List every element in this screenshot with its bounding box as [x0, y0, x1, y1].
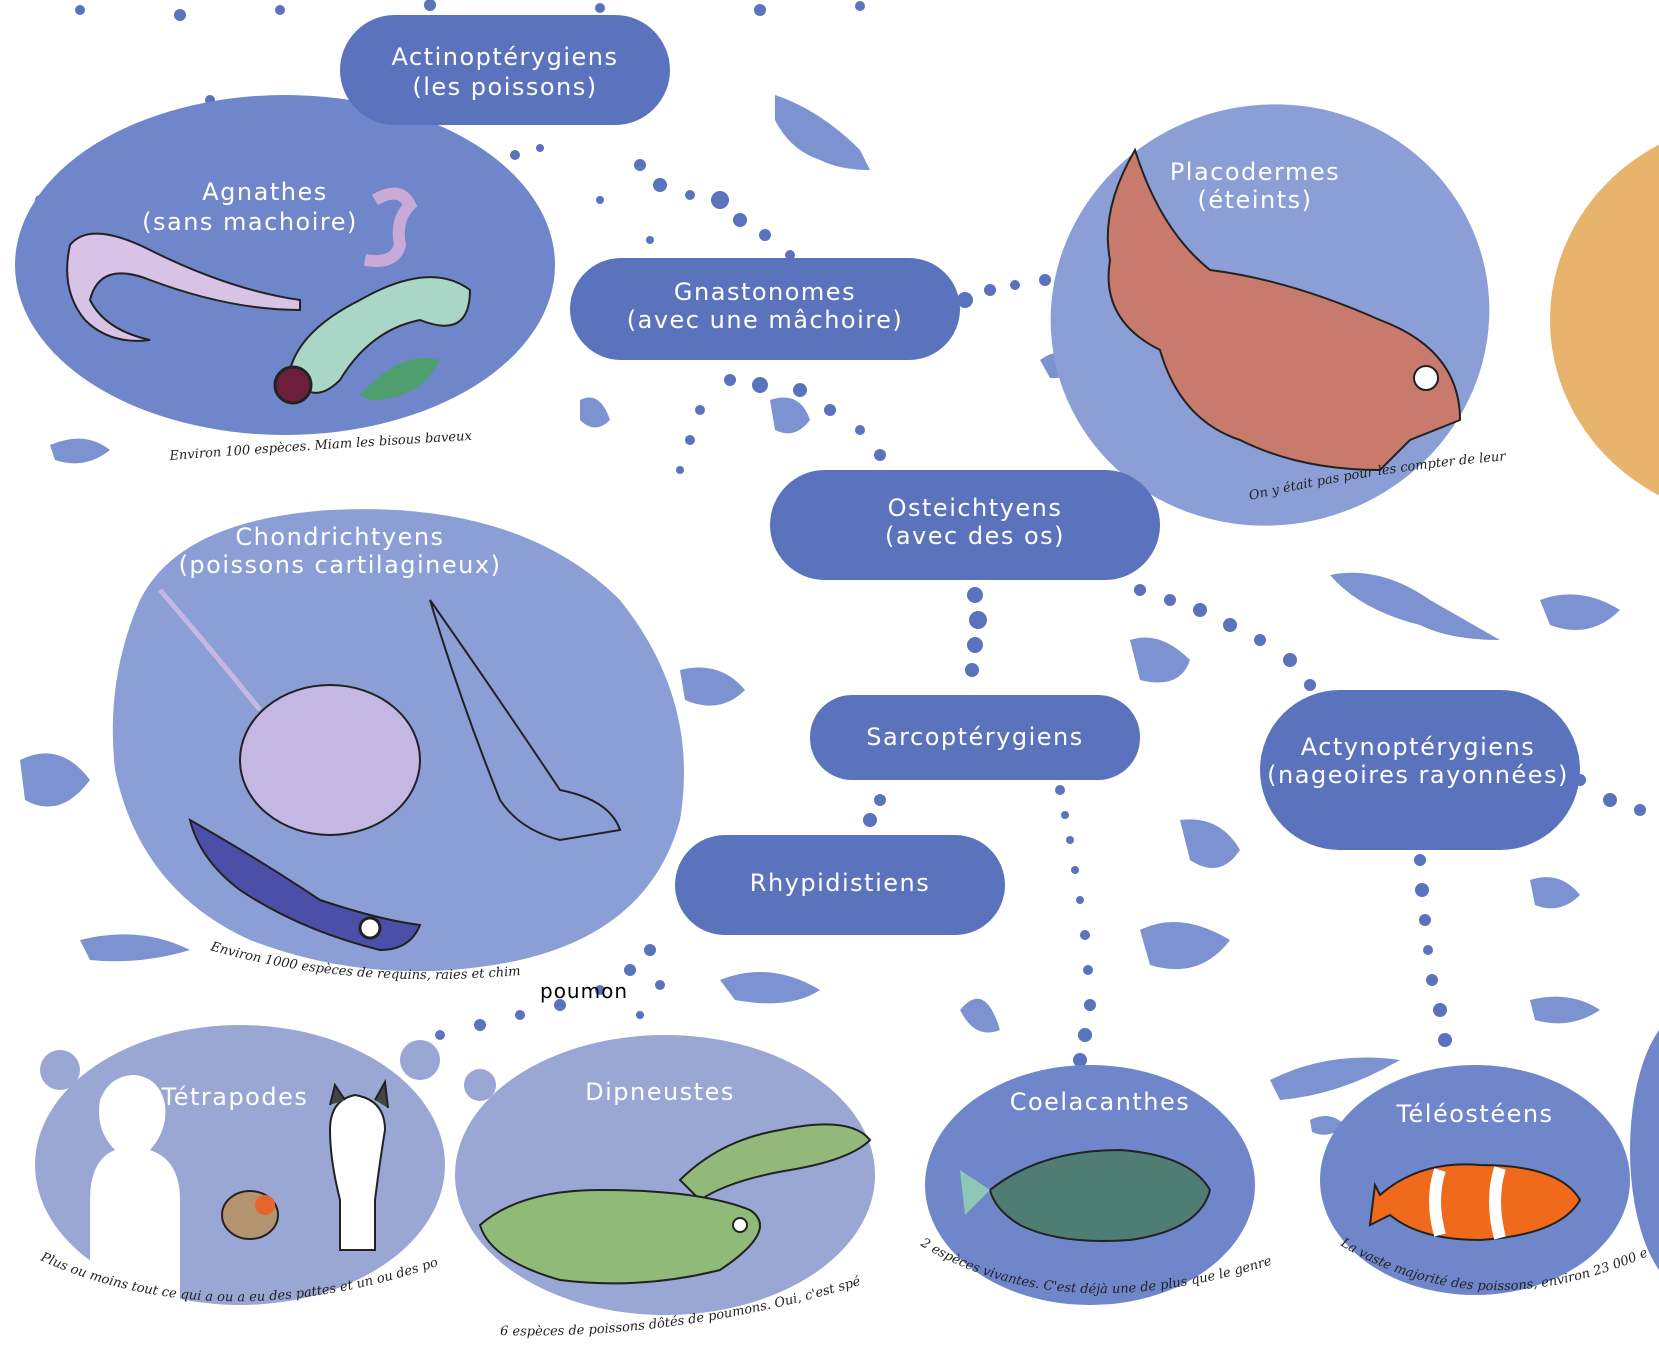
placodermes-title: Placodermes	[1170, 158, 1340, 186]
actynopterygiens-subtitle: (nageoires rayonnées)	[1267, 761, 1569, 789]
placodermes-subtitle: (éteints)	[1198, 186, 1313, 214]
chondrichtyens-title: Chondrichtyens	[235, 523, 444, 551]
rhypidistiens-title: Rhypidistiens	[750, 869, 930, 897]
node-actynopterygiens: Actynoptérygiens (nageoires rayonnées)	[1260, 690, 1580, 850]
gnastonomes-subtitle: (avec une mâchoire)	[627, 306, 904, 334]
node-chondrichtyens: Chondrichtyens (poissons cartilagineux)	[113, 509, 684, 971]
tetrapodes-title: Tétrapodes	[161, 1083, 309, 1111]
agnathes-subtitle: (sans machoire)	[142, 208, 358, 236]
gnastonomes-title: Gnastonomes	[674, 278, 856, 306]
node-sarcopterygiens: Sarcoptérygiens	[810, 695, 1140, 780]
teleosteens-title: Téléostéens	[1395, 1100, 1553, 1128]
osteichtyens-title: Osteichtyens	[888, 494, 1063, 522]
node-gnastonomes: Gnastonomes (avec une mâchoire)	[570, 258, 960, 360]
agnathes-title: Agnathes	[202, 178, 327, 206]
coelacanthes-title: Coelacanthes	[1010, 1088, 1191, 1116]
node-osteichtyens: Osteichtyens (avec des os)	[770, 470, 1160, 580]
node-tetrapodes: Tétrapodes	[35, 1025, 445, 1305]
actinopterygiens-title: Actinoptérygiens	[391, 43, 618, 71]
partial-orange-circle	[1550, 120, 1659, 520]
node-rhypidistiens: Rhypidistiens	[675, 835, 1005, 935]
dipneustes-title: Dipneustes	[585, 1078, 735, 1106]
actynopterygiens-title: Actynoptérygiens	[1301, 733, 1536, 761]
actinopterygiens-subtitle: (les poissons)	[412, 73, 597, 101]
sarcopterygiens-title: Sarcoptérygiens	[866, 723, 1084, 751]
poumon-label: poumon	[540, 979, 628, 1003]
node-actinopterygiens: Actinoptérygiens (les poissons)	[340, 15, 670, 125]
osteichtyens-subtitle: (avec des os)	[885, 522, 1065, 550]
node-dipneustes: Dipneustes	[455, 1035, 875, 1315]
stingray-illustration	[240, 685, 420, 835]
node-agnathes: Agnathes (sans machoire)	[15, 95, 555, 435]
chondrichtyens-subtitle: (poissons cartilagineux)	[179, 551, 502, 579]
